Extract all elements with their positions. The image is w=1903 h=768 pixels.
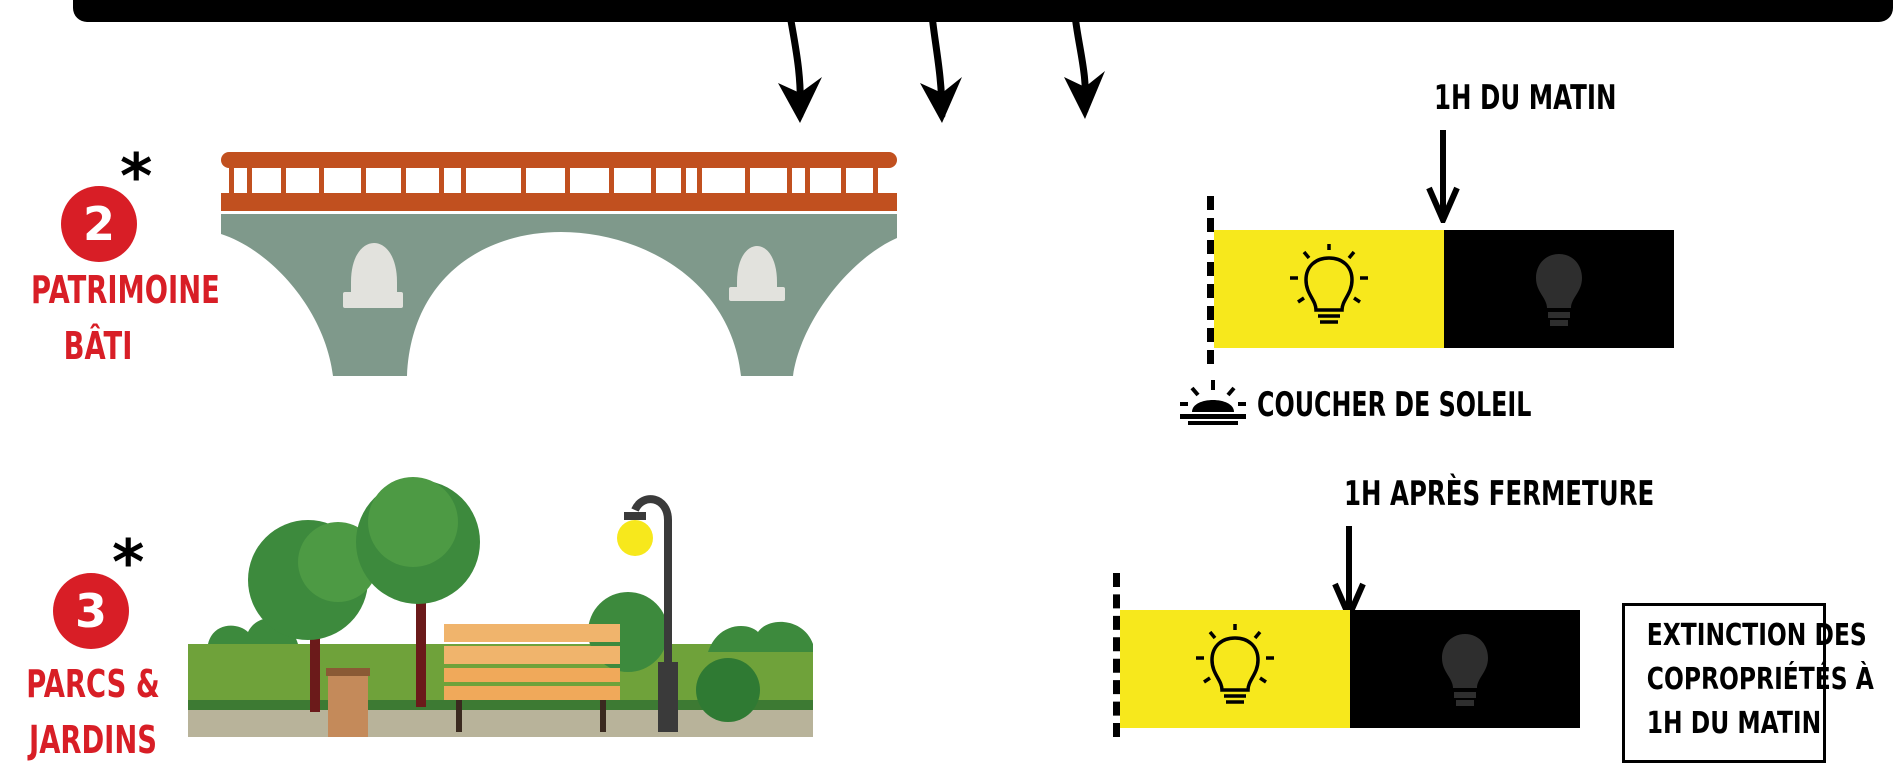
- lighting-bar: [1214, 230, 1674, 348]
- dark-segment: [1350, 610, 1580, 728]
- lighting-bar: [1120, 610, 1580, 728]
- marker-label: 1H APRÈS FERMETURE: [1344, 474, 1655, 514]
- lightbulb-on-icon: [1290, 244, 1368, 324]
- section-title-line: PARCS &: [26, 662, 160, 706]
- marker-label: 1H DU MATIN: [1434, 78, 1617, 118]
- asterisk-mark: *: [112, 526, 145, 599]
- section-title-line: JARDINS: [29, 718, 157, 762]
- section-title: PARCS & JARDINS: [26, 656, 160, 768]
- note-line: COPROPRIÉTÉS À: [1646, 662, 1874, 697]
- park-illustration: [188, 477, 813, 737]
- section-title-line: BÂTI: [63, 324, 133, 368]
- lightbulb-on-icon: [1196, 624, 1274, 704]
- section-title: PATRIMOINE BÂTI: [31, 262, 220, 374]
- note-line: 1H DU MATIN: [1646, 706, 1822, 741]
- extinction-note: EXTINCTION DES COPROPRIÉTÉS À 1H DU MATI…: [1622, 603, 1874, 763]
- lightbulb-off-icon: [1536, 254, 1582, 326]
- top-banner: [73, 0, 1893, 22]
- sunset-icon: [1180, 380, 1246, 425]
- dark-segment: [1444, 230, 1674, 348]
- start-dashed-line: [1113, 573, 1120, 737]
- asterisk-mark: *: [120, 140, 153, 213]
- bridge-illustration: [221, 152, 897, 376]
- lit-segment: [1120, 610, 1350, 728]
- note-line: EXTINCTION DES: [1646, 618, 1867, 653]
- start-label: COUCHER DE SOLEIL: [1257, 385, 1532, 425]
- section-number-badge: 2: [61, 186, 137, 262]
- lightbulb-off-icon: [1442, 634, 1488, 706]
- section-title-line: PATRIMOINE: [31, 268, 220, 312]
- down-arrow-icon: [1332, 526, 1366, 619]
- down-arrow-icon: [1426, 130, 1460, 223]
- start-dashed-line: [1207, 196, 1214, 364]
- pointer-arrows: [778, 15, 1105, 123]
- lit-segment: [1214, 230, 1444, 348]
- section-number-badge: 3: [53, 573, 129, 649]
